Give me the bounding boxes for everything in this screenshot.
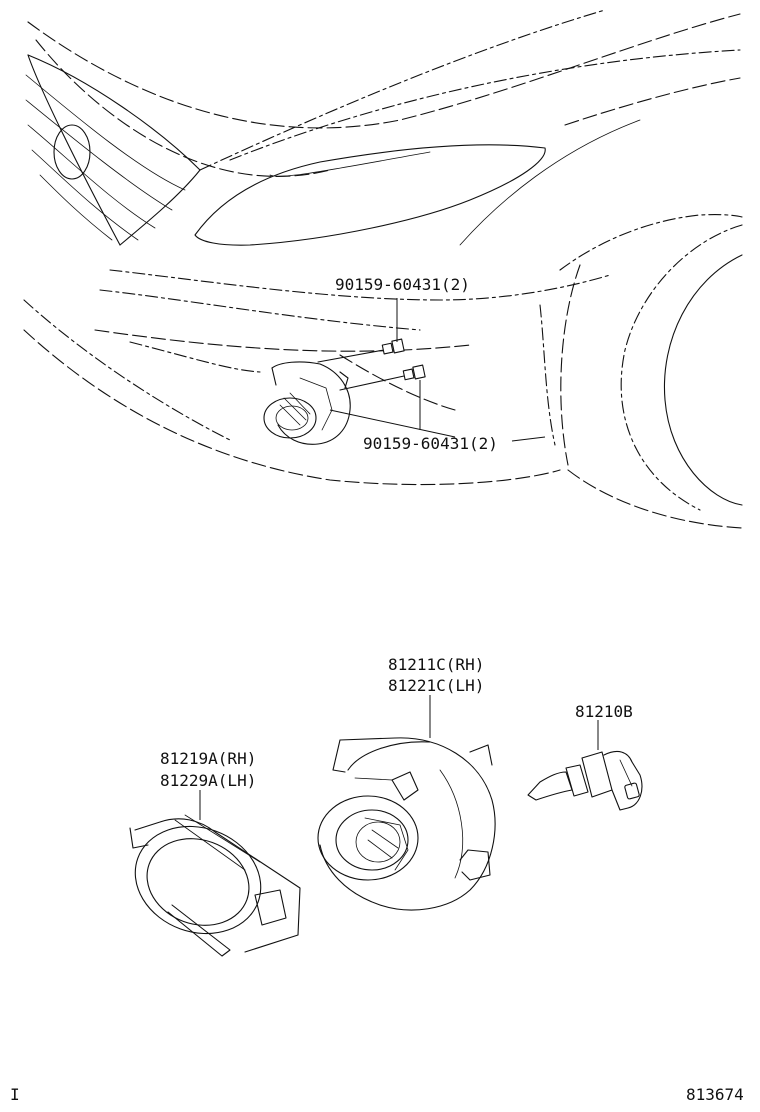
callout-bulb: 81210B bbox=[575, 702, 633, 721]
bolt-lower-icon bbox=[339, 364, 426, 391]
installed-fog-lamp bbox=[263, 361, 351, 445]
callout-bolt-lower: 90159-60431(2) bbox=[363, 434, 498, 453]
callout-bolt-upper: 90159-60431(2) bbox=[335, 275, 470, 294]
bolt-upper-icon bbox=[317, 338, 405, 363]
callout-fog-lamp-rh: 81211C(RH) bbox=[388, 655, 484, 674]
footer-left-mark: I bbox=[10, 1085, 20, 1104]
bulb-icon bbox=[527, 720, 643, 811]
vehicle-front-outline bbox=[23, 9, 743, 529]
fog-lamp-cover bbox=[129, 790, 301, 957]
illustration-number: 813674 bbox=[686, 1085, 744, 1104]
callout-cover-lh: 81229A(LH) bbox=[160, 771, 256, 790]
callout-cover-rh: 81219A(RH) bbox=[160, 749, 256, 768]
fog-lamp-housing bbox=[317, 695, 496, 911]
callout-fog-lamp-lh: 81221C(LH) bbox=[388, 676, 484, 695]
emblem-icon bbox=[53, 124, 91, 180]
